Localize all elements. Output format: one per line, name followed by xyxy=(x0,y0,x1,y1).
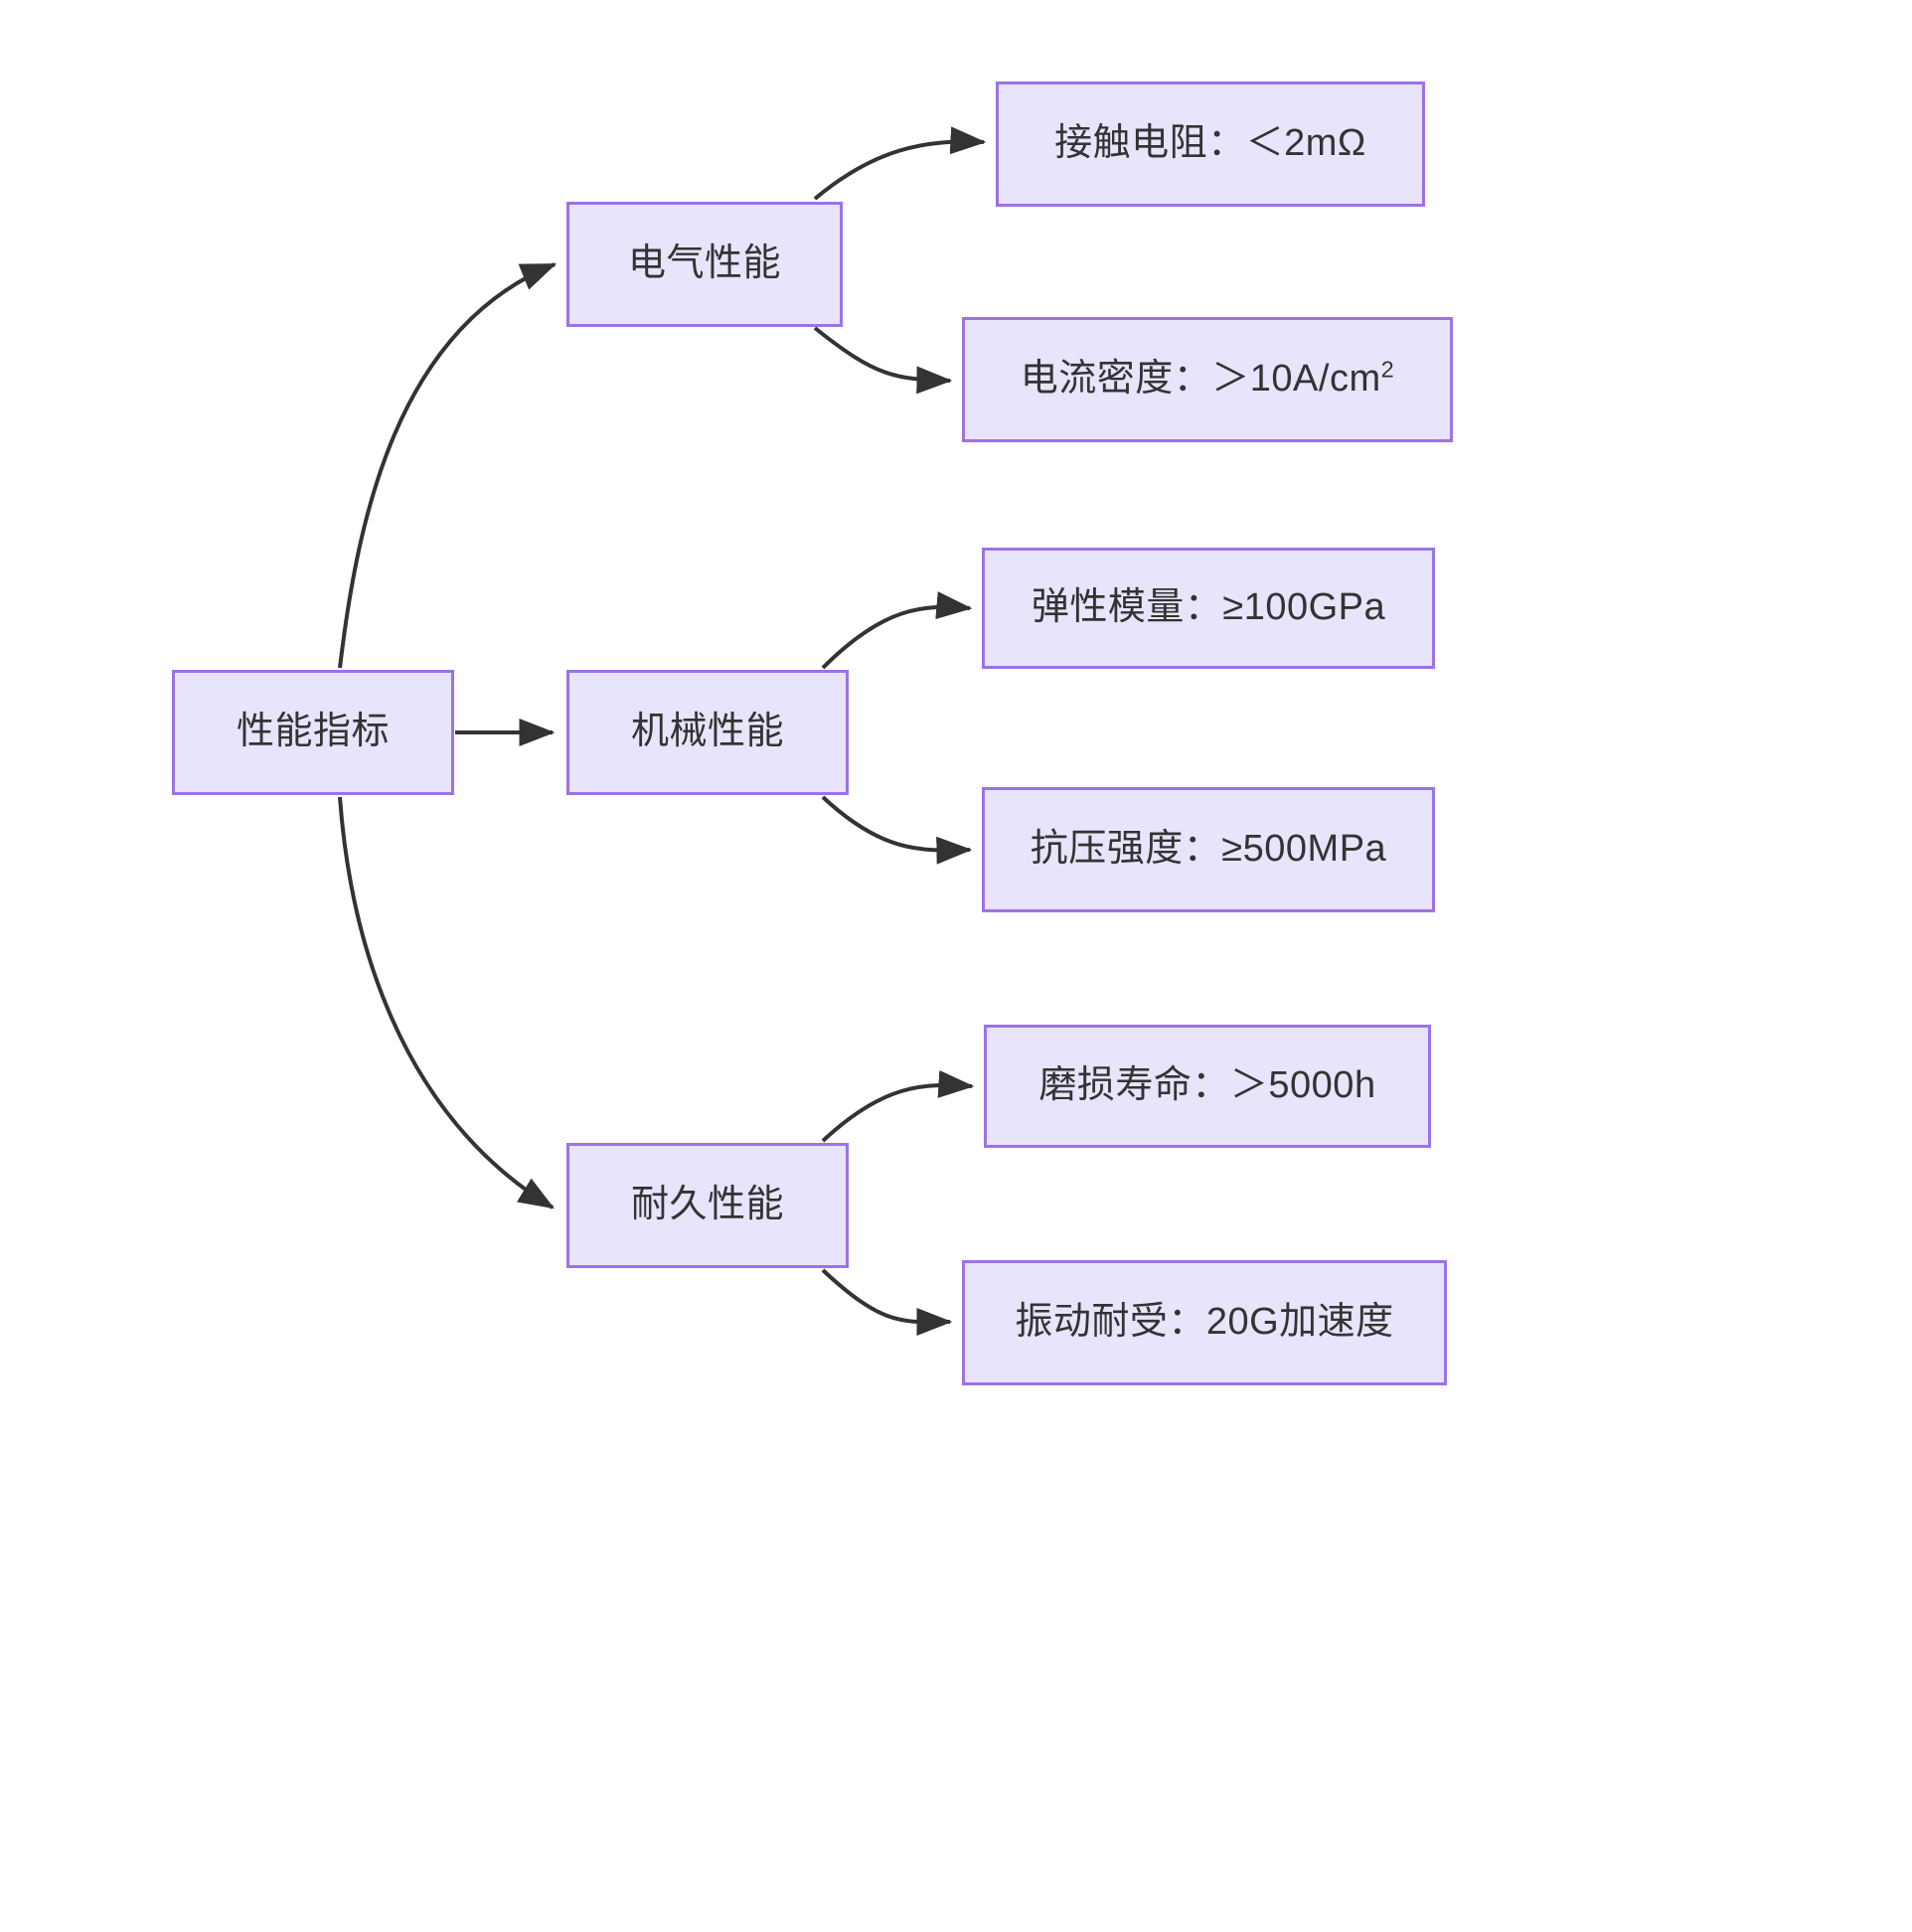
edge-durability-to-vibration-tolerance xyxy=(821,1268,953,1337)
node-mechanical[interactable]: 机械性能 xyxy=(566,670,849,795)
node-durability[interactable]: 耐久性能 xyxy=(566,1143,849,1268)
node-durability-label: 耐久性能 xyxy=(630,1184,784,1226)
node-contact-resistance[interactable]: 接触电阻：＜2mΩ xyxy=(996,81,1425,207)
node-root[interactable]: 性能指标 xyxy=(172,670,454,795)
edge-mechanical-to-compressive-strength xyxy=(821,795,973,865)
edge-root-to-durability xyxy=(338,796,556,1209)
node-vibration-tolerance[interactable]: 振动耐受：20G加速度 xyxy=(962,1260,1447,1385)
edge-durability-to-wear-life xyxy=(821,1069,975,1143)
node-current-density-label: 电流密度：＞10A/cm2 xyxy=(1021,356,1394,403)
node-current-density-label-main: 电流密度：＞10A/cm xyxy=(1020,358,1381,401)
node-current-density[interactable]: 电流密度：＞10A/cm2 xyxy=(962,317,1453,442)
edge-electrical-to-contact-resistance xyxy=(813,126,987,201)
node-compressive-strength[interactable]: 抗压强度：≥500MPa xyxy=(982,787,1435,912)
node-compressive-strength-label: 抗压强度：≥500MPa xyxy=(1030,828,1387,871)
edge-mechanical-to-elastic-modulus xyxy=(821,591,973,670)
node-mechanical-label: 机械性能 xyxy=(630,711,784,753)
edge-root-to-electrical xyxy=(338,262,558,669)
node-wear-life-label: 磨损寿命：＞5000h xyxy=(1038,1064,1376,1107)
edge-electrical-to-current-density xyxy=(813,326,953,395)
node-elastic-modulus[interactable]: 弹性模量：≥100GPa xyxy=(982,548,1435,669)
node-elastic-modulus-label: 弹性模量：≥100GPa xyxy=(1031,586,1386,629)
node-contact-resistance-label: 接触电阻：＜2mΩ xyxy=(1054,122,1366,165)
node-electrical[interactable]: 电气性能 xyxy=(566,202,843,327)
node-root-label: 性能指标 xyxy=(236,711,390,753)
node-current-density-label-exponent: 2 xyxy=(1380,356,1395,383)
node-electrical-label: 电气性能 xyxy=(627,242,781,285)
node-wear-life[interactable]: 磨损寿命：＞5000h xyxy=(984,1025,1431,1148)
node-vibration-tolerance-label: 振动耐受：20G加速度 xyxy=(1015,1301,1394,1344)
